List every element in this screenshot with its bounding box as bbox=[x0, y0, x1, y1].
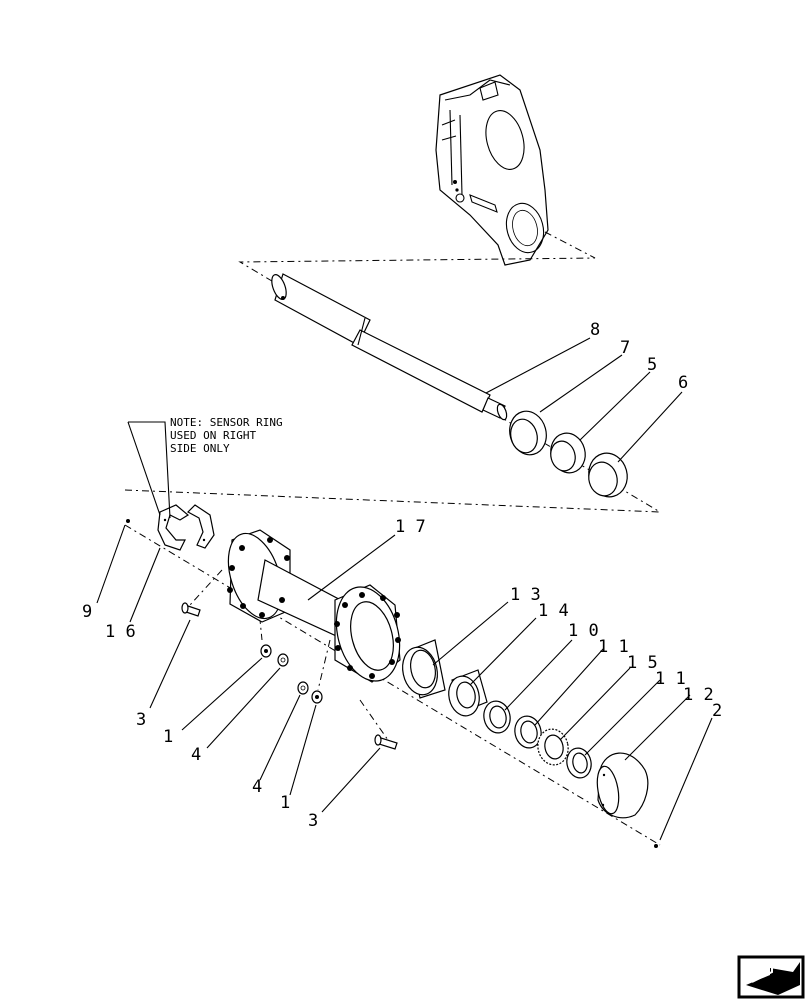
callout-9: 9 bbox=[82, 602, 92, 622]
note-line-3: SIDE ONLY bbox=[170, 442, 230, 455]
callout-5: 5 bbox=[647, 355, 657, 375]
callout-10: 1 0 bbox=[568, 621, 599, 641]
note-line-2: USED ON RIGHT bbox=[170, 429, 256, 442]
bearing-part-5 bbox=[550, 432, 586, 474]
hub-cap-part-12 bbox=[596, 752, 649, 819]
note-line-1: NOTE: SENSOR RING bbox=[170, 416, 283, 429]
leader-lines bbox=[96, 337, 713, 841]
bearing-cup-part-13 bbox=[402, 639, 446, 699]
callout-17: 1 7 bbox=[395, 517, 426, 537]
callout-3: 3 bbox=[136, 710, 146, 730]
callout-labels: 8 7 5 6 1 7 9 1 6 1 3 1 4 1 0 1 1 1 5 1 … bbox=[82, 320, 722, 831]
tab-washer-part-15 bbox=[537, 728, 569, 766]
callout-15: 1 5 bbox=[627, 653, 658, 673]
wheel-bolt-part-3 bbox=[181, 602, 201, 617]
sensor-ring-note: NOTE: SENSOR RING USED ON RIGHT SIDE ONL… bbox=[170, 416, 283, 455]
seal-part-7 bbox=[509, 410, 547, 456]
sensor-ring-part-16 bbox=[157, 504, 215, 551]
nut-part-11 bbox=[514, 715, 542, 749]
centerline-hub bbox=[124, 524, 661, 846]
callout-11b: 1 1 bbox=[655, 669, 686, 689]
callout-16: 1 6 bbox=[105, 622, 136, 642]
callout-6: 6 bbox=[678, 373, 688, 393]
callout-8: 8 bbox=[590, 320, 600, 340]
callout-14: 1 4 bbox=[538, 601, 569, 621]
callout-13: 1 3 bbox=[510, 585, 541, 605]
callout-12: 1 2 bbox=[683, 685, 714, 705]
callout-7: 7 bbox=[620, 338, 630, 358]
callout-3b: 3 bbox=[308, 811, 318, 831]
nut-part-4 bbox=[277, 653, 289, 667]
axle-housing bbox=[435, 74, 549, 266]
bearing-cone-part-14 bbox=[448, 669, 488, 717]
centerline-upper bbox=[238, 231, 661, 513]
callout-1b: 1 bbox=[280, 793, 290, 813]
nut-part-11b bbox=[566, 747, 592, 779]
centerline-lower bbox=[124, 489, 661, 513]
spindle-shaft bbox=[271, 273, 508, 421]
callout-2: 2 bbox=[712, 701, 722, 721]
wheel-bolt-part-3b bbox=[374, 734, 398, 750]
axis-end-dot bbox=[654, 844, 658, 848]
next-page-arrow-icon[interactable] bbox=[737, 955, 805, 999]
callout-1: 1 bbox=[163, 727, 173, 747]
bearing-cup-part-6 bbox=[588, 452, 628, 498]
nut-part-4b bbox=[297, 681, 309, 695]
callout-11: 1 1 bbox=[598, 637, 629, 657]
callout-4b: 4 bbox=[252, 777, 262, 797]
lock-washer-part-1 bbox=[260, 644, 272, 658]
washer-part-10 bbox=[483, 700, 511, 734]
hub-part-17 bbox=[227, 529, 401, 683]
callout-4: 4 bbox=[191, 745, 201, 765]
axis-end-dot bbox=[126, 519, 130, 523]
lock-washer-part-1b bbox=[311, 690, 323, 704]
